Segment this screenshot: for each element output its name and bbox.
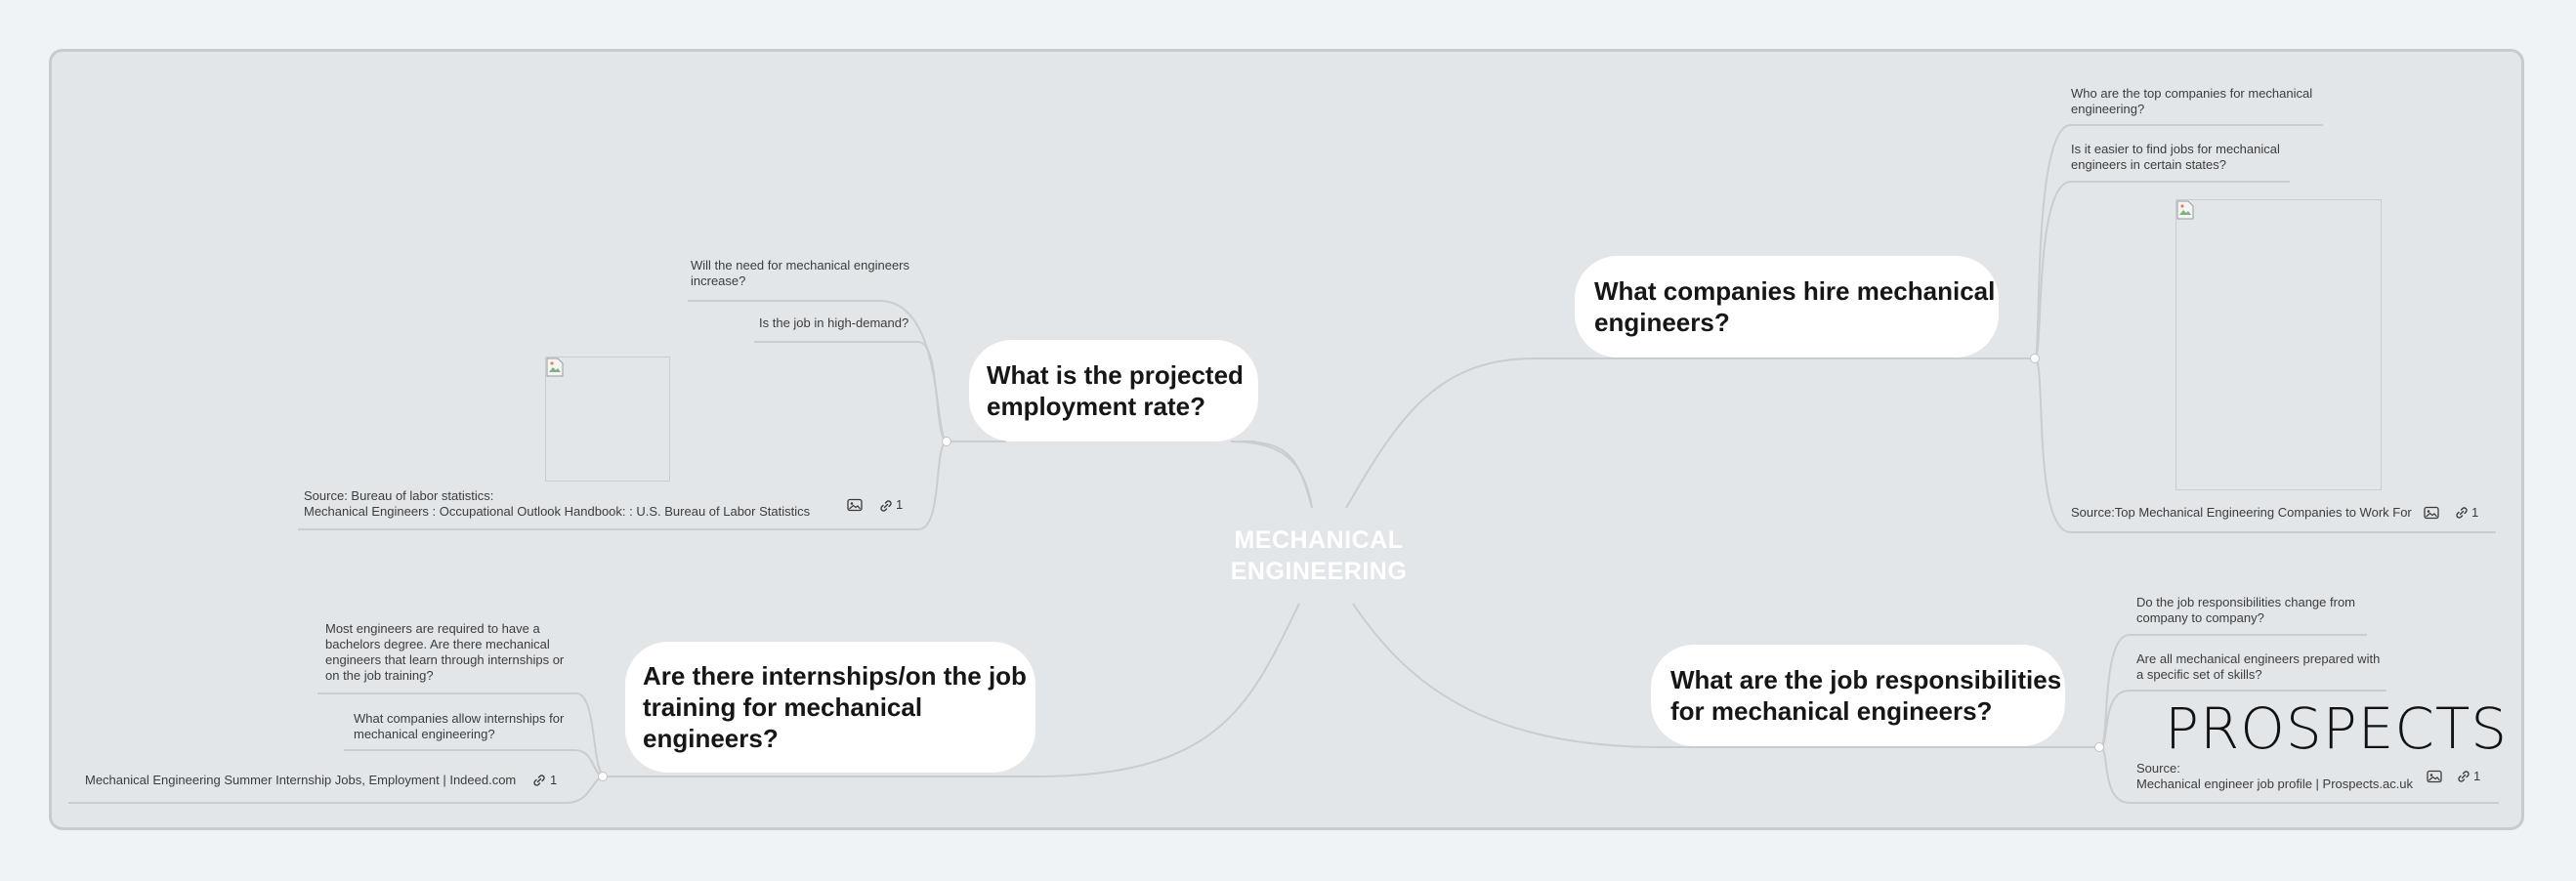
question-line: Do the job responsibilities change from (2136, 595, 2356, 609)
question-line: Are all mechanical engineers prepared wi… (2136, 651, 2381, 666)
link-count-companies: 1 (2471, 505, 2479, 520)
source-link-text[interactable]: Mechanical Engineers : Occupational Outl… (304, 504, 811, 519)
source-internships[interactable]: Mechanical Engineering Summer Internship… (85, 773, 516, 788)
image-icon[interactable] (2424, 506, 2439, 520)
central-topic[interactable]: MECHANICAL ENGINEERING (1216, 524, 1421, 587)
link-icon[interactable] (2454, 505, 2470, 521)
question-line: on the job training? (325, 668, 434, 683)
question-line: engineers in certain states? (2071, 157, 2226, 172)
question-responsibilities-skills[interactable]: Are all mechanical engineers prepared wi… (2136, 651, 2420, 683)
question-line: Is it easier to find jobs for mechanical (2071, 142, 2280, 156)
source-link-text[interactable]: Mechanical engineer job profile | Prospe… (2136, 776, 2414, 791)
source-line: Source: (2136, 761, 2180, 776)
image-icon[interactable] (847, 498, 863, 512)
topic-responsibilities[interactable]: What are the job responsibilities for me… (1651, 645, 2065, 746)
broken-image-icon (2176, 200, 2194, 220)
link-icon[interactable] (2456, 769, 2471, 784)
central-topic-line1: MECHANICAL (1234, 526, 1404, 554)
link-icon[interactable] (878, 498, 894, 514)
question-line: mechanical engineering? (354, 727, 495, 741)
topic-employment-title-line1: What is the projected (987, 360, 1244, 390)
question-line: Is the job in high-demand? (759, 315, 909, 330)
question-companies-top[interactable]: Who are the top companies for mechanical… (2071, 86, 2344, 117)
topic-companies[interactable]: What companies hire mechanical engineers… (1575, 256, 1999, 357)
central-topic-line2: ENGINEERING (1230, 558, 1408, 585)
prospects-logo-image[interactable]: PROSPECTS (2165, 695, 2509, 762)
question-line: engineering? (2071, 102, 2145, 116)
source-line: Source: Bureau of labor statistics: (304, 488, 494, 503)
question-line: Who are the top companies for mechanical (2071, 86, 2313, 101)
source-responsibilities[interactable]: Source: Mechanical engineer job profile … (2136, 761, 2413, 792)
mind-map-canvas (49, 49, 2524, 830)
topic-employment-title-line2: employment rate? (987, 392, 1205, 421)
topic-responsibilities-title-line1: What are the job responsibilities (1670, 665, 2062, 694)
source-employment[interactable]: Source: Bureau of labor statistics: Mech… (304, 488, 810, 520)
broken-image-icon (546, 357, 564, 377)
connector-central-companies (1345, 357, 2035, 509)
source-companies[interactable]: Source:Top Mechanical Engineering Compan… (2071, 505, 2412, 521)
topic-internships-title-line2: training for mechanical (643, 692, 923, 722)
topic-internships-title-line1: Are there internships/on the job (643, 661, 1027, 691)
link-count-internships: 1 (550, 773, 558, 787)
question-internships-degree[interactable]: Most engineers are required to have a ba… (325, 621, 589, 684)
branch-node-internships[interactable] (598, 772, 608, 781)
connector-central-internships (606, 603, 1300, 777)
topic-companies-title-line1: What companies hire mechanical (1594, 276, 1996, 306)
image-icon[interactable] (2427, 770, 2442, 783)
branch-node-responsibilities[interactable] (2094, 742, 2104, 752)
source-link-text[interactable]: Source:Top Mechanical Engineering Compan… (2071, 505, 2412, 520)
question-line: bachelors degree. Are there mechanical (325, 637, 550, 651)
source-image-employment[interactable] (545, 357, 670, 482)
question-line: What companies allow internships for (354, 711, 565, 726)
link-count-responsibilities: 1 (2473, 769, 2481, 783)
question-line: Most engineers are required to have a (325, 621, 540, 636)
question-responsibilities-change[interactable]: Do the job responsibilities change from … (2136, 595, 2400, 626)
topic-employment[interactable]: What is the projected employment rate? (969, 340, 1258, 441)
topic-responsibilities-title-line2: for mechanical engineers? (1670, 696, 1993, 726)
question-line: engineers that learn through internships… (325, 652, 565, 667)
question-employment-high-demand[interactable]: Is the job in high-demand? (759, 315, 908, 331)
question-internships-companies[interactable]: What companies allow internships for mec… (354, 711, 608, 742)
question-line: company to company? (2136, 610, 2264, 625)
source-link-text[interactable]: Mechanical Engineering Summer Internship… (85, 773, 517, 787)
topic-companies-title-line2: engineers? (1594, 308, 1730, 337)
topic-internships-title-line3: engineers? (643, 724, 779, 753)
question-companies-states[interactable]: Is it easier to find jobs for mechanical… (2071, 142, 2344, 173)
question-line: Will the need for mechanical engineers (691, 258, 910, 273)
branch-node-companies[interactable] (2030, 354, 2040, 363)
topic-internships[interactable]: Are there internships/on the job trainin… (625, 642, 1035, 773)
branch-node-employment[interactable] (942, 437, 951, 446)
question-line: increase? (691, 273, 746, 288)
question-line: a specific set of skills? (2136, 667, 2262, 682)
link-icon[interactable] (531, 773, 547, 788)
source-image-companies[interactable] (2175, 199, 2382, 490)
connector-central-responsibilities (1352, 603, 2100, 748)
link-count-employment: 1 (896, 497, 904, 512)
question-employment-demand-increase[interactable]: Will the need for mechanical engineers i… (691, 258, 945, 289)
